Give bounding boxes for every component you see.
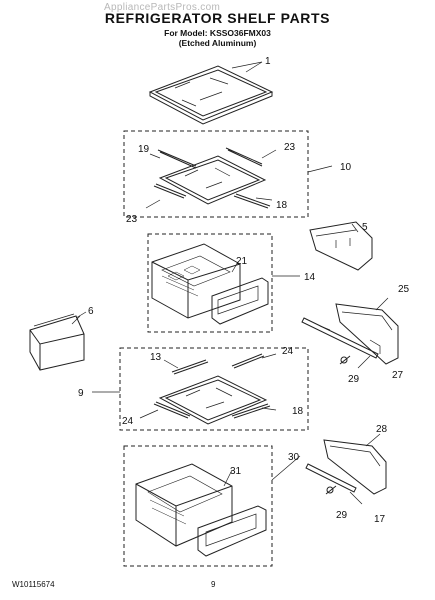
- callout-28: 28: [376, 424, 388, 435]
- callout-17: 17: [374, 514, 386, 525]
- callout-1: 1: [265, 56, 271, 67]
- model-line: For Model: KSSO36FMX03: [164, 28, 271, 38]
- part-10-glass-shelf-assembly: [145, 147, 277, 209]
- callout-27: 27: [392, 370, 404, 381]
- watermark-text: AppliancePartsPros.com: [104, 2, 221, 13]
- callout-25: 25: [398, 284, 410, 295]
- part-9-glass-shelf-assembly: [139, 353, 277, 425]
- callout-24-upper: 24: [282, 346, 294, 357]
- part-6-side-bin: [29, 313, 85, 371]
- callout-10: 10: [340, 162, 352, 173]
- finish-line: (Etched Aluminum): [178, 38, 257, 48]
- part-29-screw-a: [339, 355, 351, 365]
- part-14-crisper-drawer: [151, 243, 269, 325]
- document-number: W10115674: [12, 580, 55, 589]
- callout-21: 21: [236, 256, 248, 267]
- part-5-drawer-cover: [309, 221, 373, 271]
- callout-18-upper: 18: [276, 200, 288, 211]
- part-27-slide-rail: [301, 317, 379, 369]
- part-9-assembly-box: [119, 347, 309, 431]
- page-title: REFRIGERATOR SHELF PARTS: [104, 10, 331, 26]
- part-17-slide-rail: [305, 463, 363, 505]
- part-30-assembly-box: [123, 445, 273, 567]
- part-1-glass-shelf: [148, 61, 274, 125]
- callout-6: 6: [88, 306, 94, 317]
- callout-13: 13: [150, 352, 162, 363]
- callout-18-lower: 18: [292, 406, 304, 417]
- callout-19: 19: [138, 144, 150, 155]
- callout-29-upper: 29: [348, 374, 360, 385]
- part-30-crisper-drawer: [135, 463, 267, 557]
- callout-9: 9: [78, 388, 84, 399]
- part-25-drawer-slide-cover: [335, 297, 399, 365]
- part-10-assembly-box: [123, 130, 309, 218]
- callout-14: 14: [304, 272, 316, 283]
- callout-5: 5: [362, 222, 368, 233]
- callout-23-lower: 23: [126, 214, 138, 225]
- callout-29-lower: 29: [336, 510, 348, 521]
- part-28-drawer-slide-cover: [323, 433, 387, 495]
- callout-23-upper: 23: [284, 142, 296, 153]
- part-14-assembly-box: [147, 233, 273, 333]
- callout-31: 31: [230, 466, 242, 477]
- page-number: 9: [211, 580, 216, 589]
- callout-30: 30: [288, 452, 300, 463]
- part-29-screw-b: [325, 485, 337, 495]
- callout-24-lower: 24: [122, 416, 134, 427]
